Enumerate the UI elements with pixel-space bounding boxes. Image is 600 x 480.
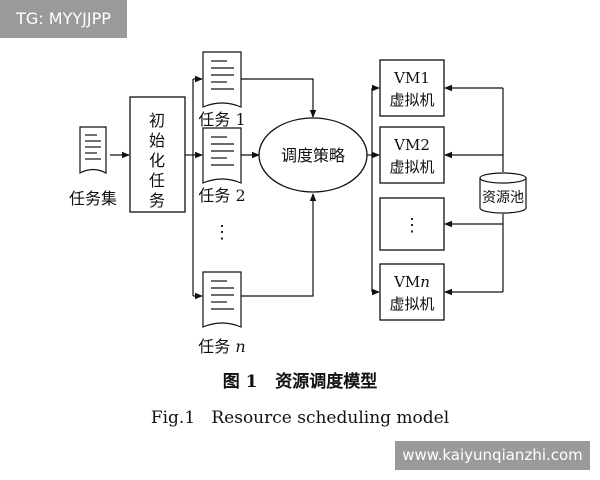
vm-1-box [379, 59, 445, 117]
task-2-label: 任务 2 [198, 186, 245, 205]
watermark-top-left: TG: MYYJJPP [0, 0, 127, 38]
task-set-label: 任务集 [69, 189, 117, 208]
init-tasks-box [129, 96, 186, 213]
arrow-task-n-to-strategy [241, 193, 317, 297]
vm-2-name: VM2 [393, 136, 430, 154]
vm-ellipsis: ⋮ [403, 215, 421, 236]
vm-1-name: VM1 [393, 69, 430, 87]
figure-caption-english: Fig.1 Resource scheduling model [151, 408, 449, 428]
init-char-4: 任 [149, 171, 165, 190]
task-2-document-icon [202, 127, 242, 184]
vm-ellipsis-box [379, 197, 445, 251]
task-set-document-icon [79, 126, 107, 175]
vm-1-type: 虚拟机 [389, 91, 434, 109]
task-1-label: 任务 1 [198, 110, 245, 129]
figure-caption-chinese: 图 1 资源调度模型 [223, 371, 378, 392]
vm-2-type: 虚拟机 [389, 158, 434, 176]
init-char-1: 初 [149, 111, 165, 130]
vm-n-box [379, 263, 445, 321]
watermark-bottom-right: www.kaiyunqianzhi.com [395, 441, 590, 470]
vm-n-name: VMn [393, 273, 430, 291]
init-char-3: 化 [149, 151, 165, 170]
scheduling-strategy-label: 调度策略 [281, 146, 345, 165]
task-1-document-icon [202, 51, 242, 108]
init-char-5: 务 [149, 191, 165, 210]
vm-n-type: 虚拟机 [389, 295, 434, 313]
init-char-2: 始 [149, 131, 165, 150]
resource-pool-label: 资源池 [482, 190, 524, 206]
vm-2-box [379, 126, 445, 184]
task-n-label: 任务 n [198, 337, 245, 356]
resource-pool-cylinder-icon [479, 172, 527, 214]
task-ellipsis: ⋮ [213, 222, 231, 243]
arrow-task-1-to-strategy [241, 78, 317, 118]
task-n-document-icon [202, 271, 242, 328]
